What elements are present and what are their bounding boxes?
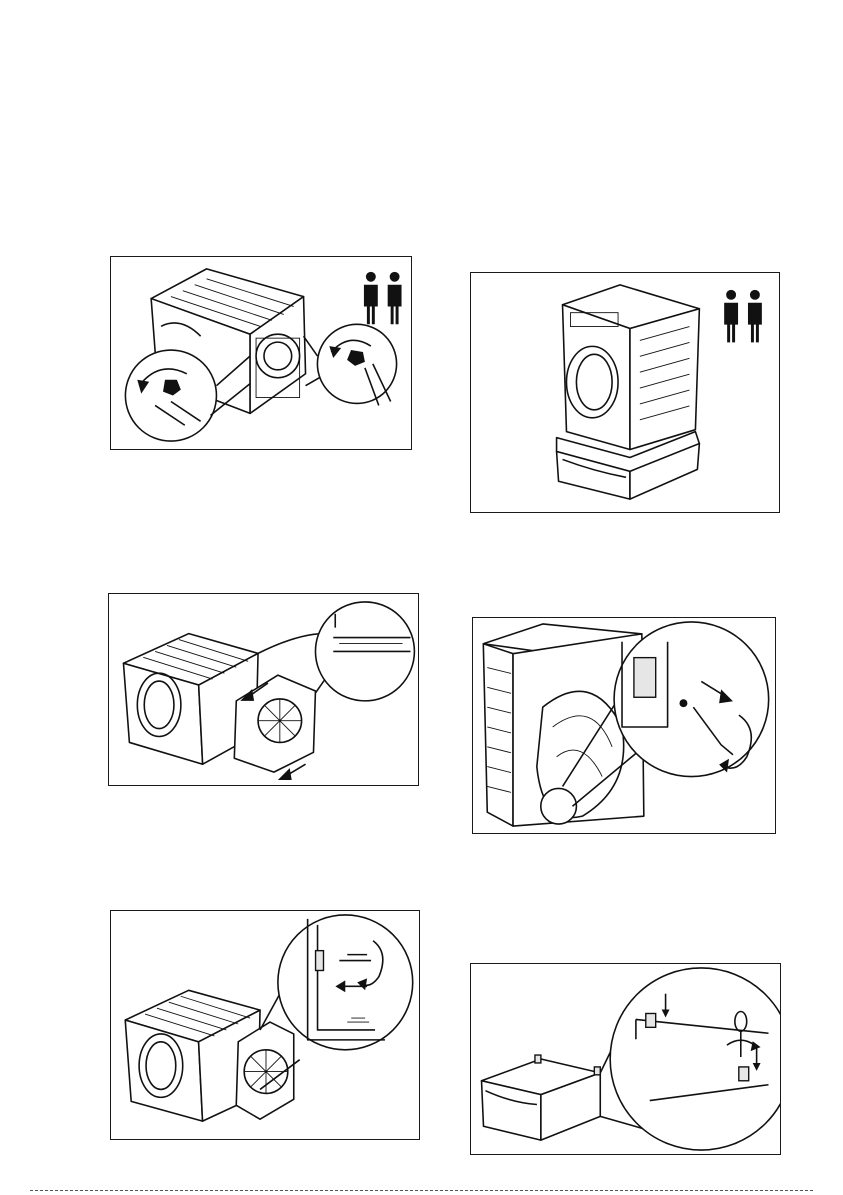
unscrew-bolts-drawing [111,257,411,449]
two-person-icon [724,290,762,343]
illustration-pedestal-brackets [470,963,781,1155]
illustration-washer-on-pedestal [470,272,780,513]
hinge-screw-drawing [473,618,775,833]
slide-cover-drawing [109,594,418,785]
illustration-door-hinge-screw [472,617,776,834]
two-person-icon [364,272,402,324]
illustration-screw-side-plate [110,910,420,1140]
illustration-unscrew-transit-bolts [110,256,412,450]
illustration-slide-back-cover [108,593,419,786]
washer-pedestal-drawing [471,273,779,512]
footer-dashed-rule [30,1190,813,1192]
side-plate-drawing [111,911,419,1139]
pedestal-brackets-drawing [471,964,780,1154]
